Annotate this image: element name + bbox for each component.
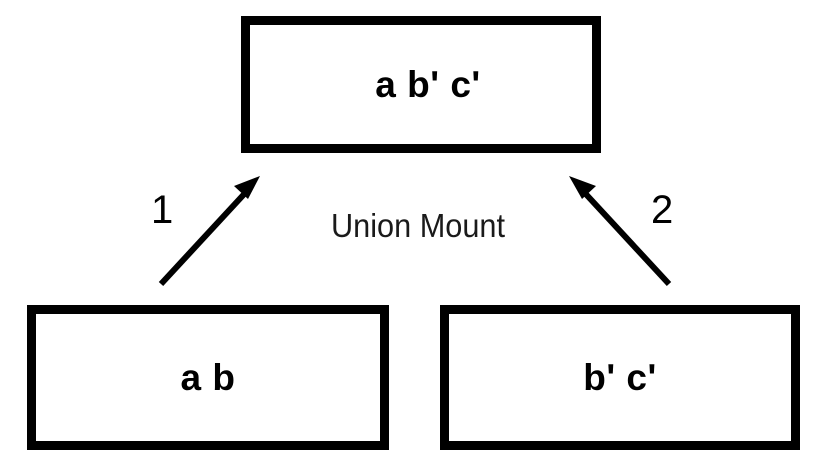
union-mount-caption: Union Mount	[330, 207, 505, 244]
node-box-upper: b' c'	[440, 305, 800, 450]
node-label-upper: b' c'	[583, 357, 657, 398]
edge-label-2: 2	[651, 188, 674, 232]
arrow-1-icon	[158, 176, 260, 287]
node-box-merged: a b' c'	[241, 16, 601, 153]
node-label-lower: a b	[180, 357, 236, 398]
edge-label-1: 1	[151, 188, 174, 232]
node-label-merged: a b' c'	[375, 64, 481, 105]
node-box-lower: a b	[27, 305, 389, 450]
